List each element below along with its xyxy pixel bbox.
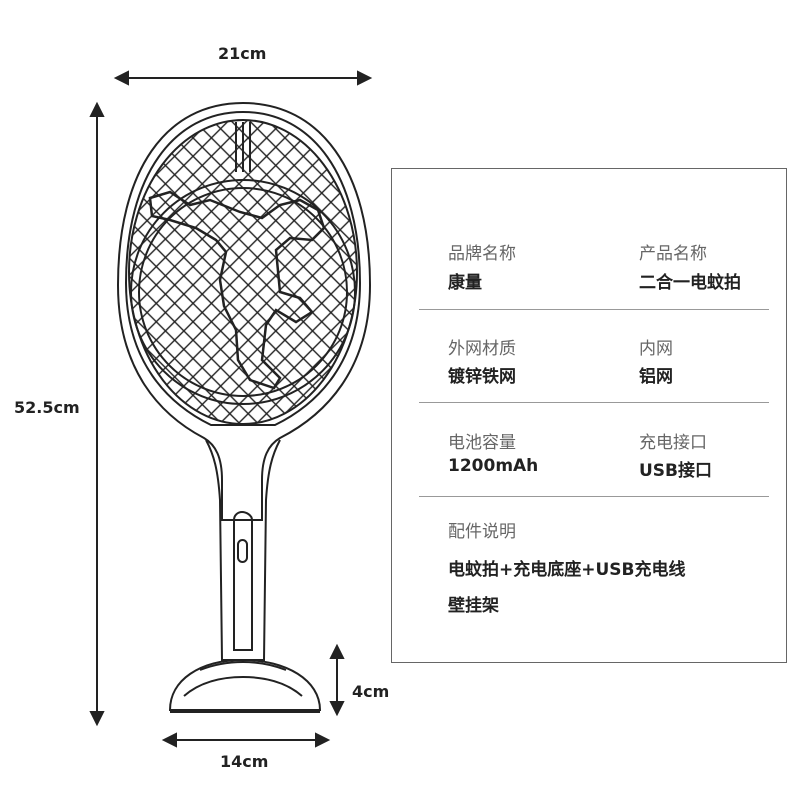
base-width-label: 14cm [220,752,269,771]
inner-mesh-label: 内网 [639,339,673,359]
product-value: 二合一电蚊拍 [639,273,741,293]
width-top-label: 21cm [218,44,267,63]
spec-divider [419,402,769,403]
battery-label: 电池容量 [448,433,516,453]
spec-table: 品牌名称 康量 产品名称 二合一电蚊拍 外网材质 镀锌铁网 内网 铝网 电池容量… [391,168,787,663]
accessories-line-1: 电蚊拍+充电底座+USB充电线 [448,560,686,580]
outer-mesh-label: 外网材质 [448,339,516,359]
base-height-label: 4cm [352,682,390,701]
height-label: 52.5cm [14,398,80,417]
product-label: 产品名称 [639,244,707,264]
outer-mesh-value: 镀锌铁网 [448,367,516,387]
inner-mesh-value: 铝网 [639,367,673,387]
battery-value: 1200mAh [448,456,539,476]
brand-value: 康量 [448,273,482,293]
charging-base [168,658,322,713]
charging-value: USB接口 [639,461,713,481]
dimension-arrows [89,70,373,748]
accessories-label: 配件说明 [448,522,516,542]
accessories-line-2: 壁挂架 [448,596,499,616]
spec-divider [419,309,769,310]
spec-divider [419,496,769,497]
racket-handle [205,439,281,661]
power-switch-icon [237,539,248,563]
racket-illustration [89,70,373,748]
insect-silhouette-icon [148,190,326,390]
brand-label: 品牌名称 [448,244,516,264]
charging-label: 充电接口 [639,433,707,453]
mesh-frame [128,119,358,425]
